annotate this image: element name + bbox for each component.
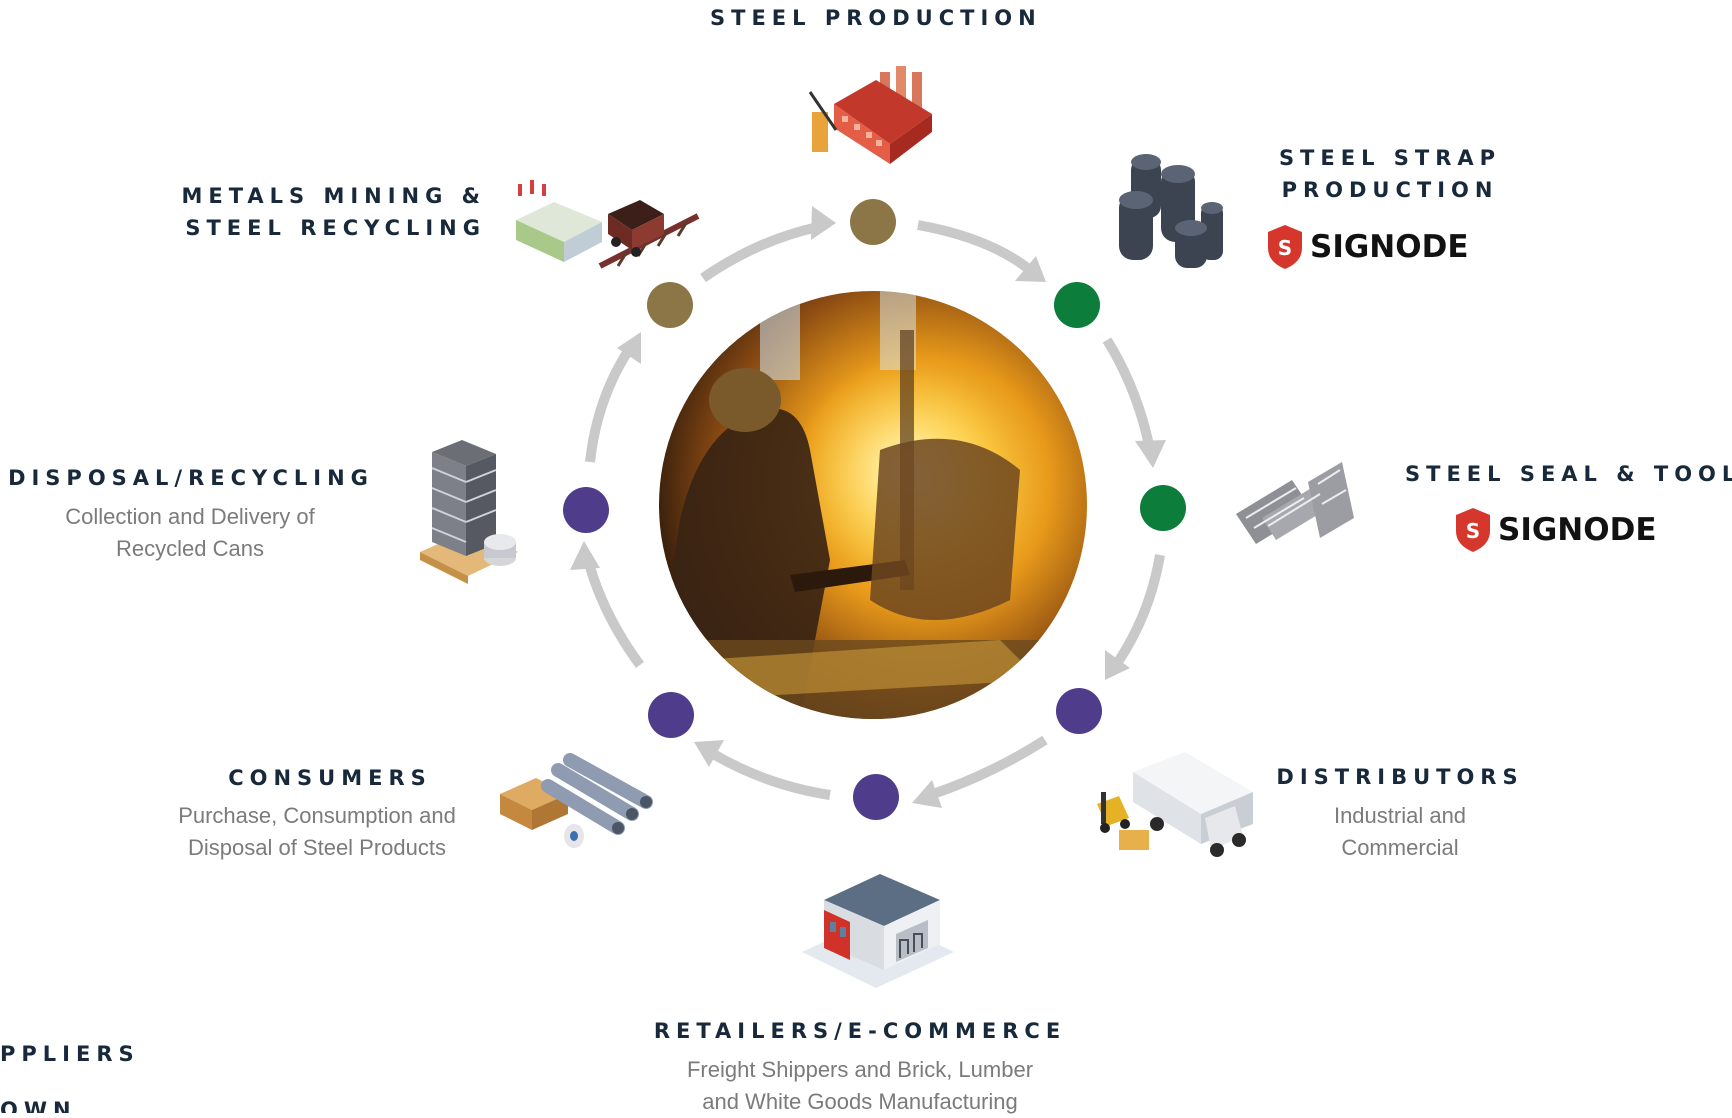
mining-title-line2: STEEL RECYCLING: [185, 216, 486, 240]
mining-cart-icon: [516, 180, 700, 269]
distributors-desc-line2: Commercial: [1341, 835, 1459, 860]
signode-shield-icon: S: [1268, 225, 1302, 269]
steel-seals-icon: [1236, 462, 1354, 544]
signode-wordmark: SIGNODE: [1498, 512, 1657, 548]
distributors-desc-line1: Industrial and: [1333, 803, 1467, 828]
node-steel-seal: [1140, 485, 1186, 531]
warehouse-icon: [802, 874, 954, 988]
distributors-title: DISTRIBUTORS: [1276, 765, 1524, 789]
arrowhead-disposal: [570, 541, 600, 570]
arrowhead-distributors: [1105, 650, 1130, 680]
steel-seal-title: STEEL SEAL & TOOL: [1405, 462, 1732, 486]
pipes-pallet-icon: [500, 753, 653, 848]
node-disposal: [563, 487, 609, 533]
retailers-desc-line1: Freight Shippers and Brick, Lumber: [686, 1057, 1034, 1082]
steel-strap-title-line1: STEEL STRAP: [1278, 146, 1502, 170]
node-mining: [647, 282, 693, 328]
arrowhead-mining: [617, 332, 641, 364]
svg-text:S: S: [1278, 236, 1292, 260]
steel-coils-icon: [1119, 154, 1223, 268]
signode-wordmark: SIGNODE: [1310, 229, 1469, 265]
consumers-desc-line2: Disposal of Steel Products: [187, 835, 447, 860]
cropped-label-suppliers: PPLIERS: [0, 1042, 140, 1066]
arrowhead-seal: [1135, 440, 1166, 468]
disposal-title: DISPOSAL/RECYCLING: [8, 466, 374, 490]
truck-forklift-icon: [1097, 752, 1253, 857]
arrow-retailers-to-consumers: [707, 747, 831, 800]
node-retailers: [853, 774, 899, 820]
mining-title-line1: METALS MINING &: [181, 184, 486, 208]
disposal-description: Collection and Delivery of Recycled Cans: [30, 501, 350, 565]
disposal-desc-line2: Recycled Cans: [116, 536, 264, 561]
arrow-consumers-to-disposal: [583, 558, 645, 668]
arrow-production-to-strap: [917, 220, 1034, 274]
node-distributors: [1056, 688, 1102, 734]
mining-title: METALS MINING & STEEL RECYCLING: [150, 180, 486, 244]
svg-text:S: S: [1466, 519, 1480, 543]
node-steel-production: [850, 199, 896, 245]
distributors-description: Industrial and Commercial: [1260, 800, 1540, 864]
steel-strap-title: STEEL STRAP PRODUCTION: [1255, 142, 1525, 206]
arrowhead-consumers: [694, 740, 724, 767]
arrow-distributors-to-retailers: [928, 735, 1048, 800]
arrow-strap-to-seal: [1102, 337, 1155, 451]
cropped-label-own: OWN: [0, 1098, 77, 1113]
arrow-mining-to-production: [700, 222, 820, 283]
signode-logo-seal: S SIGNODE: [1454, 507, 1657, 553]
retailers-description: Freight Shippers and Brick, Lumber and W…: [640, 1054, 1080, 1118]
signode-shield-icon: S: [1456, 508, 1490, 552]
arrowhead-retailers: [912, 780, 942, 808]
node-steel-strap: [1054, 282, 1100, 328]
crushed-cans-bale-icon: [420, 440, 518, 584]
consumers-title: CONSUMERS: [228, 766, 432, 790]
consumers-desc-line1: Purchase, Consumption and: [178, 803, 456, 828]
consumers-description: Purchase, Consumption and Disposal of St…: [150, 800, 484, 864]
arrowhead-production: [811, 206, 836, 240]
node-consumers: [648, 692, 694, 738]
steel-strap-title-line2: PRODUCTION: [1281, 178, 1499, 202]
arrow-disposal-to-mining: [585, 345, 635, 463]
arrow-seal-to-distributors: [1111, 554, 1165, 668]
retailers-desc-line2: and White Goods Manufacturing: [702, 1089, 1018, 1114]
foundry-photo: [659, 291, 1087, 719]
factory-icon: [808, 66, 932, 164]
steel-production-title: STEEL PRODUCTION: [710, 6, 1042, 30]
retailers-title: RETAILERS/E-COMMERCE: [653, 1019, 1067, 1043]
arrowhead-strap: [1015, 256, 1046, 282]
disposal-desc-line1: Collection and Delivery of: [65, 504, 315, 529]
signode-logo-strap: S SIGNODE: [1266, 224, 1469, 270]
